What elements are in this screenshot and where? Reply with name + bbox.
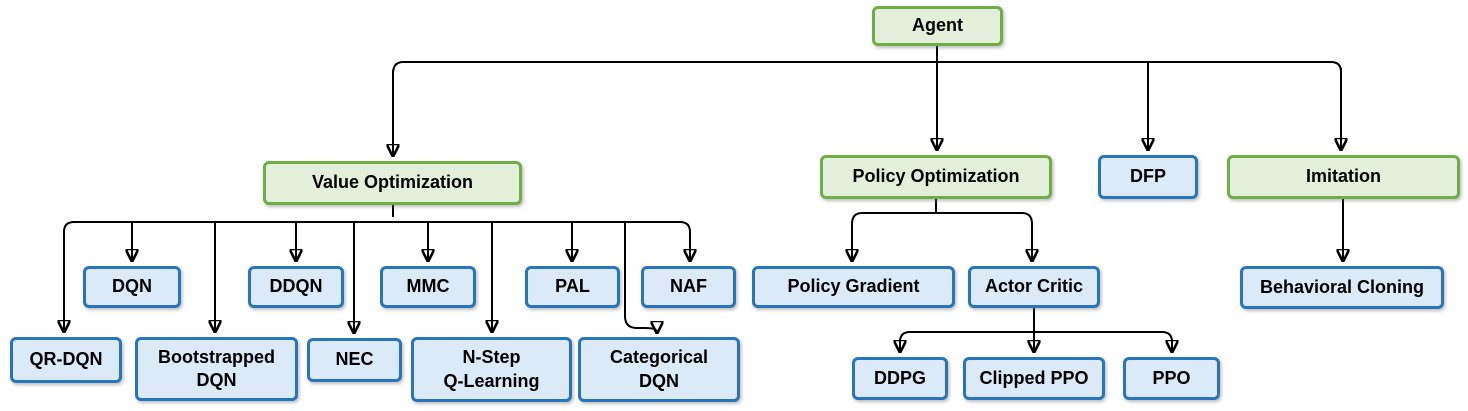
node-label-dqn: DQN (112, 276, 152, 297)
node-naf: NAF (641, 266, 736, 308)
node-label-agent: Agent (912, 15, 963, 36)
node-ddpg: DDPG (852, 357, 948, 400)
node-clipped-ppo: Clipped PPO (963, 357, 1105, 400)
node-nec: NEC (307, 338, 402, 382)
node-label-ddpg: DDPG (873, 367, 926, 388)
node-behavioral-cloning: Behavioral Cloning (1240, 266, 1444, 309)
node-label-bootstrapped-dqn: Bootstrapped DQN (158, 346, 275, 390)
node-label-dfp: DFP (1130, 166, 1166, 187)
node-label-categorical-dqn: Categorical DQN (609, 347, 709, 391)
node-label-behavioral-cloning: Behavioral Cloning (1259, 276, 1425, 297)
node-policy-optimization: Policy Optimization (820, 155, 1052, 199)
node-dfp: DFP (1098, 155, 1198, 199)
node-label-nec: NEC (335, 349, 374, 370)
edge-vo-rail-vo-rail (63, 221, 691, 233)
node-value-optimization: Value Optimization (263, 161, 522, 205)
node-dqn: DQN (83, 266, 181, 308)
node-label-n-step-q-learning: N-Step Q-Learning (443, 347, 540, 391)
node-qr-dqn: QR-DQN (10, 337, 122, 383)
node-policy-gradient: Policy Gradient (752, 266, 955, 308)
node-pal: PAL (525, 266, 620, 308)
node-ddqn: DDQN (248, 266, 344, 308)
node-agent: Agent (872, 6, 1003, 46)
node-categorical-dqn: Categorical DQN (578, 337, 740, 402)
edge-ac-rail-ac-rail (899, 331, 1173, 343)
node-label-ddqn: DDQN (269, 276, 323, 297)
node-mmc: MMC (380, 266, 476, 308)
node-label-pal: PAL (555, 276, 590, 297)
node-bootstrapped-dqn: Bootstrapped DQN (135, 337, 298, 401)
node-n-step-q-learning: N-Step Q-Learning (411, 337, 572, 402)
edge-po-rail-po-rail (851, 212, 1033, 225)
node-label-ppo: PPO (1152, 367, 1191, 388)
edge-agent-top-rail (392, 61, 1342, 75)
node-label-policy-optimization: Policy Optimization (852, 166, 1020, 187)
node-label-naf: NAF (670, 276, 707, 297)
node-imitation: Imitation (1227, 155, 1460, 199)
node-label-mmc: MMC (406, 276, 450, 297)
node-actor-critic: Actor Critic (968, 266, 1100, 308)
node-label-value-optimization: Value Optimization (311, 172, 474, 193)
node-label-imitation: Imitation (1306, 166, 1381, 187)
node-label-actor-critic: Actor Critic (984, 276, 1083, 297)
node-label-policy-gradient: Policy Gradient (787, 276, 920, 297)
node-ppo: PPO (1123, 357, 1220, 400)
node-label-clipped-ppo: Clipped PPO (979, 367, 1089, 388)
node-label-qr-dqn: QR-DQN (29, 349, 103, 370)
